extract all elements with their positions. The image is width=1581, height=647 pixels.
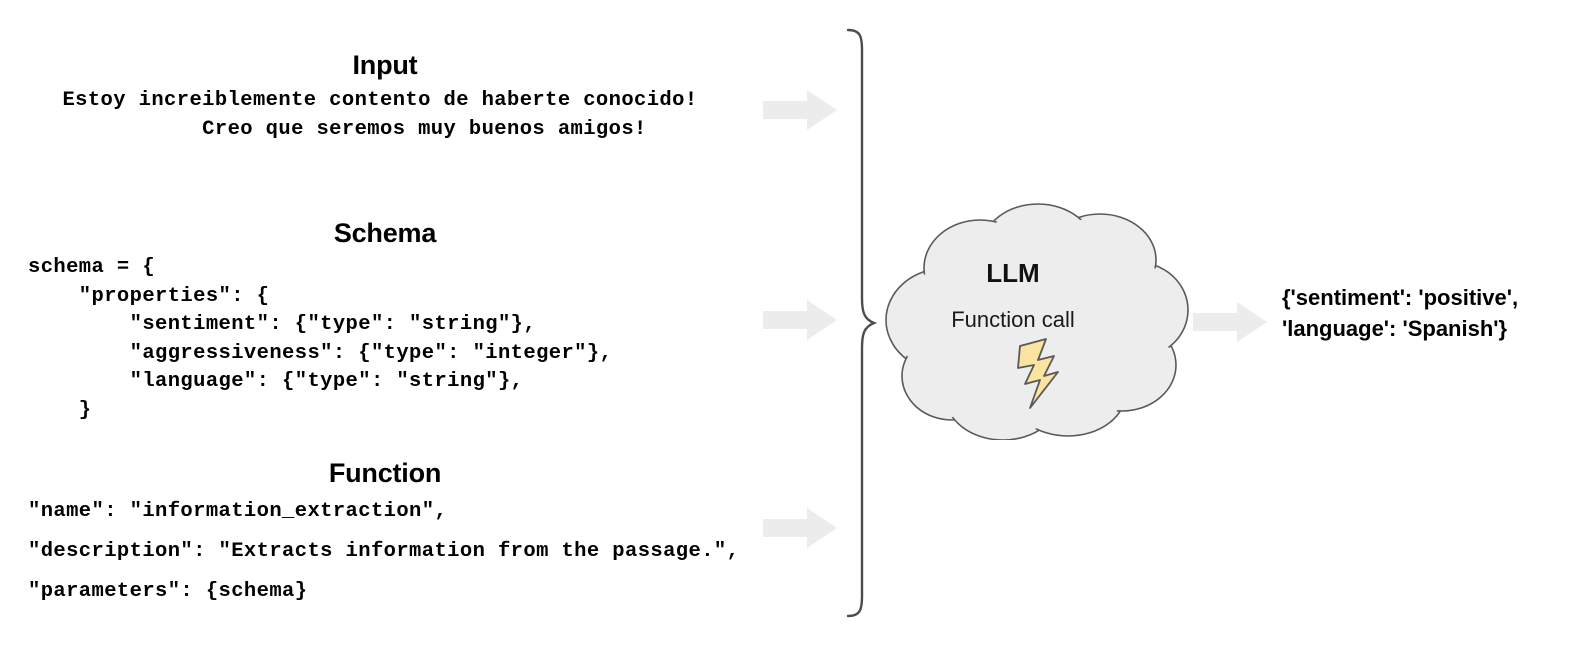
lightning-bolt-icon [1017,338,1059,409]
arrow-right-icon [763,300,837,340]
input-sample-text: Estoy increiblemente contento de haberte… [62,89,698,141]
llm-cloud [868,190,1198,441]
function-section-heading: Function [328,458,442,488]
function-arrow [763,508,837,548]
arrow-right-icon [763,90,837,130]
cloud-icon [885,203,1189,441]
brace-icon [846,28,878,618]
schema-arrow [763,300,837,340]
schema-code-block: schema = { "properties": { "sentiment": … [28,256,613,422]
output-result-text: {'sentiment': 'positive', 'language': 'S… [1282,285,1519,341]
input-arrow [763,90,837,130]
grouping-brace [826,20,886,626]
function-code-block: "name": "information_extraction", "descr… [28,500,740,603]
input-section-heading: Input [352,50,418,80]
arrow-right-icon [1193,302,1267,342]
schema-section-heading: Schema [333,218,437,248]
arrow-right-icon [763,508,837,548]
output-arrow [1193,302,1267,342]
